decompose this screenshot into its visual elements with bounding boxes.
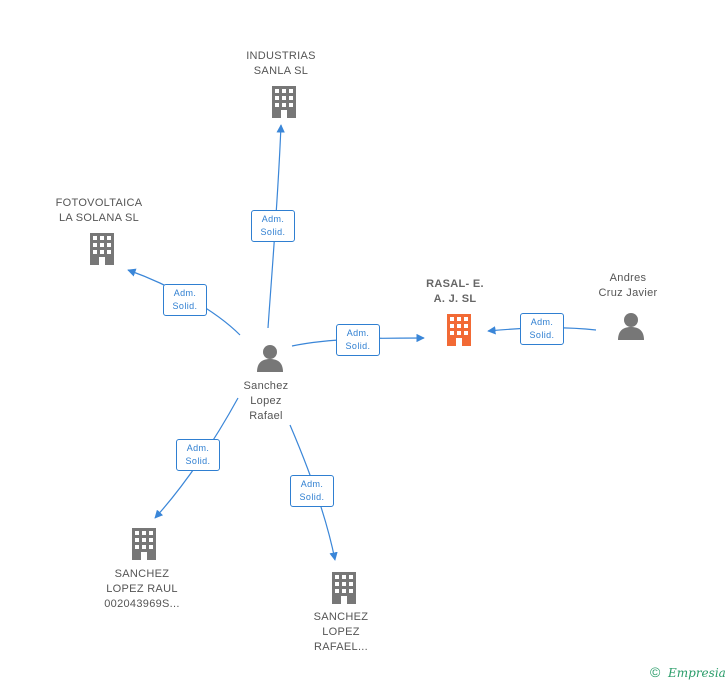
node-label-industrias[interactable]: INDUSTRIAS SANLA SL [246, 50, 316, 77]
copyright-symbol: © [650, 664, 661, 680]
edge-label-sanchez-rafael-co[interactable]: Adm. Solid. [290, 475, 334, 507]
node-label-sanchez-rafael-co[interactable]: SANCHEZ LOPEZ RAFAEL... [313, 611, 369, 653]
edge-label-andres[interactable]: Adm. Solid. [520, 313, 564, 345]
company-building-icon[interactable] [90, 233, 114, 265]
company-building-icon[interactable] [332, 572, 356, 604]
brand-logo[interactable]: Empresia [668, 666, 726, 680]
company-building-icon[interactable] [272, 86, 296, 118]
edge-label-fotovoltaica[interactable]: Adm. Solid. [163, 284, 207, 316]
edge-label-rasal[interactable]: Adm. Solid. [336, 324, 380, 356]
node-label-sanchez-person[interactable]: Sanchez Lopez Rafael [243, 380, 289, 422]
node-label-sanchez-raul[interactable]: SANCHEZ LOPEZ RAUL 002043969S... [104, 568, 180, 610]
person-icon[interactable] [257, 345, 283, 372]
edge-label-sanchez-raul[interactable]: Adm. Solid. [176, 439, 220, 471]
node-label-andres[interactable]: Andres Cruz Javier [598, 272, 658, 299]
node-label-rasal[interactable]: RASAL- E. A. J. SL [426, 278, 484, 305]
node-label-fotovoltaica[interactable]: FOTOVOLTAICA LA SOLANA SL [55, 197, 143, 224]
person-icon[interactable] [618, 313, 644, 340]
company-building-icon[interactable] [132, 528, 156, 560]
company-building-icon[interactable] [447, 314, 471, 346]
edge-label-industrias[interactable]: Adm. Solid. [251, 210, 295, 242]
